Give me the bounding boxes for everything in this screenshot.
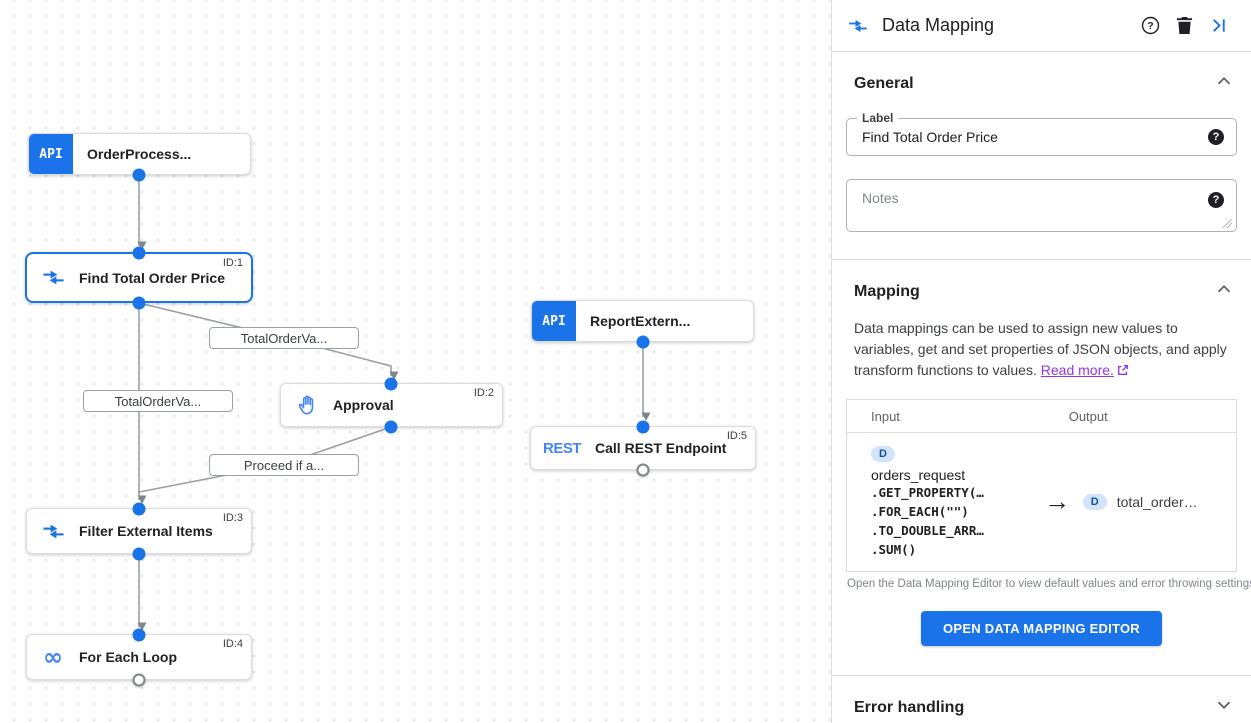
general-title: General xyxy=(854,74,914,92)
read-more-link[interactable]: Read more. xyxy=(1040,362,1114,378)
label-input[interactable] xyxy=(847,119,1236,155)
panel-header: Data Mapping ? xyxy=(832,0,1251,52)
collapse-panel-icon[interactable] xyxy=(1201,16,1235,35)
node-order-process[interactable]: API OrderProcess... xyxy=(28,133,251,175)
connector-dot[interactable] xyxy=(636,335,650,349)
datatype-badge: D xyxy=(1082,493,1107,510)
divider xyxy=(832,259,1251,260)
svg-text:?: ? xyxy=(1147,21,1153,32)
workflow-canvas[interactable]: TotalOrderVa... TotalOrderVa... Proceed … xyxy=(0,0,831,723)
mapping-title: Mapping xyxy=(854,282,920,300)
node-find-total-order-price[interactable]: Find Total Order Price ID:1 xyxy=(25,252,253,303)
divider xyxy=(832,675,1251,676)
transform-line: .GET_PROPERTY(… xyxy=(871,485,984,500)
node-report-external[interactable]: API ReportExtern... xyxy=(531,300,754,342)
node-call-rest-endpoint[interactable]: REST Call REST Endpoint ID:5 xyxy=(530,426,756,470)
connector-dot[interactable] xyxy=(132,296,146,310)
notes-help-icon[interactable]: ? xyxy=(1208,192,1224,208)
mapping-row[interactable]: D orders_request .GET_PROPERTY(… .FOR_EA… xyxy=(847,433,1236,571)
node-title: Call REST Endpoint xyxy=(595,440,727,456)
mapping-input-cell: D orders_request .GET_PROPERTY(… .FOR_EA… xyxy=(871,444,1032,559)
rest-type-badge: REST xyxy=(543,439,582,457)
error-handling-title: Error handling xyxy=(854,698,965,716)
label-field: Label ? xyxy=(846,111,1237,156)
edge-label[interactable]: TotalOrderVa... xyxy=(83,390,233,412)
connector-dot[interactable] xyxy=(636,420,650,434)
input-column-header: Input xyxy=(871,408,900,424)
chevron-up-icon[interactable] xyxy=(1213,278,1235,305)
section-general: General Label ? ? xyxy=(832,52,1251,259)
data-mapping-icon xyxy=(41,520,65,543)
connector-dot-open[interactable] xyxy=(636,463,650,477)
node-id: ID:2 xyxy=(473,387,494,399)
data-mapping-icon xyxy=(41,266,65,289)
edge-label[interactable]: TotalOrderVa... xyxy=(209,327,359,349)
error-handling-section-header[interactable]: Error handling xyxy=(846,694,1237,721)
data-mapping-icon xyxy=(848,16,868,36)
node-title: OrderProcess... xyxy=(87,146,192,162)
node-id: ID:1 xyxy=(222,257,243,269)
api-type-badge: API xyxy=(29,134,73,174)
connector-dot[interactable] xyxy=(132,628,146,642)
output-variable-name: total_order… xyxy=(1116,493,1198,510)
panel-title: Data Mapping xyxy=(882,15,995,35)
mapping-description: Data mappings can be used to assign new … xyxy=(854,320,1227,378)
notes-field: ? xyxy=(846,179,1237,232)
resize-grip[interactable] xyxy=(1223,219,1232,228)
transform-line: .SUM() xyxy=(871,542,917,557)
node-id: ID:3 xyxy=(222,512,243,524)
mapping-helper-text: Open the Data Mapping Editor to view def… xyxy=(847,578,1251,590)
connector-dot[interactable] xyxy=(132,502,146,516)
node-id: ID:5 xyxy=(726,430,747,442)
edge-lines xyxy=(137,175,651,631)
connector-dot[interactable] xyxy=(132,168,146,182)
node-title: Filter External Items xyxy=(79,523,213,539)
api-type-badge: API xyxy=(532,301,576,341)
chevron-down-icon[interactable] xyxy=(1213,694,1235,721)
output-column-header: Output xyxy=(1068,408,1108,424)
delete-icon[interactable] xyxy=(1167,16,1201,35)
connector-dot[interactable] xyxy=(132,547,146,561)
label-help-icon[interactable]: ? xyxy=(1208,129,1224,145)
connector-dot-open[interactable] xyxy=(132,673,146,687)
transform-line: .TO_DOUBLE_ARR… xyxy=(871,523,984,538)
loop-infinity-icon: ∞ xyxy=(43,643,63,671)
mapping-arrow-icon: → xyxy=(1044,486,1071,516)
node-for-each-loop[interactable]: ∞ For Each Loop ID:4 xyxy=(26,634,252,680)
transform-line: .FOR_EACH("") xyxy=(871,504,969,519)
external-link-icon xyxy=(1117,361,1129,382)
input-variable-name: orders_request xyxy=(871,467,966,483)
open-data-mapping-editor-button[interactable]: OPEN DATA MAPPING EDITOR xyxy=(921,611,1162,646)
connector-dot[interactable] xyxy=(384,377,398,391)
mapping-table-header: Input Output xyxy=(847,400,1236,433)
mapping-section-header[interactable]: Mapping xyxy=(846,278,1237,305)
edge-label[interactable]: Proceed if a... xyxy=(209,454,359,476)
node-id: ID:4 xyxy=(222,638,243,650)
datatype-badge: D xyxy=(871,446,895,462)
node-title: Approval xyxy=(333,397,394,413)
connector-dot[interactable] xyxy=(132,246,146,260)
node-title: Find Total Order Price xyxy=(79,269,225,286)
chevron-up-icon[interactable] xyxy=(1213,70,1235,97)
mapping-table: Input Output D orders_request .GET_PROPE… xyxy=(846,399,1237,572)
config-panel: Data Mapping ? General Label xyxy=(831,0,1251,723)
help-icon[interactable]: ? xyxy=(1133,16,1167,35)
label-field-label: Label xyxy=(857,111,899,125)
section-error-handling: Error handling xyxy=(832,676,1251,723)
notes-input[interactable] xyxy=(847,180,1236,226)
mapping-output-cell: D total_order… xyxy=(1082,444,1236,559)
node-title: ReportExtern... xyxy=(590,313,691,329)
node-title: For Each Loop xyxy=(79,649,177,665)
approval-hand-icon xyxy=(295,394,319,416)
general-section-header[interactable]: General xyxy=(846,70,1237,97)
section-mapping: Mapping Data mappings can be used to ass… xyxy=(832,260,1251,675)
connector-dot[interactable] xyxy=(384,420,398,434)
